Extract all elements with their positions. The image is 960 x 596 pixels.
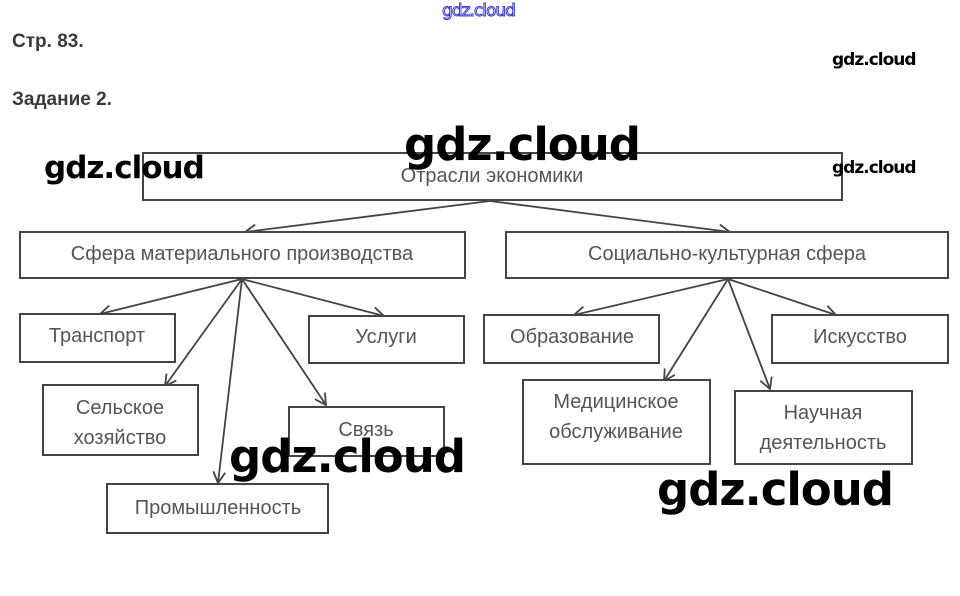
node-art: Искусство <box>771 314 949 364</box>
arrow-agriculture <box>163 278 243 388</box>
node-science-label-1: Научная <box>784 402 863 424</box>
node-social-cultural: Социально-культурная сфера <box>505 231 949 279</box>
arrow-root-right <box>489 200 732 238</box>
node-agriculture-label-2: хозяйство <box>74 427 167 449</box>
arrow-root-left <box>243 200 491 238</box>
node-communication: Связь <box>288 406 445 457</box>
arrow-science <box>727 278 773 391</box>
connectors <box>98 200 838 485</box>
watermark: gdz.cloud <box>229 430 466 483</box>
watermark: gdz.cloud <box>404 118 641 171</box>
node-material-label: Сфера материального производства <box>71 243 414 265</box>
node-transport: Транспорт <box>19 313 176 363</box>
watermark: gdz.cloud <box>832 50 917 70</box>
watermark: gdz.cloud <box>832 158 917 178</box>
node-industry-label: Промышленность <box>135 497 301 519</box>
node-education-label: Образование <box>510 326 634 348</box>
page-number: Стр. 83. <box>12 31 84 52</box>
node-education: Образование <box>483 314 660 364</box>
arrow-transport <box>98 278 243 319</box>
node-services: Услуги <box>308 315 465 364</box>
node-science: Научная деятельность <box>734 390 913 465</box>
arrow-communication <box>241 278 328 407</box>
node-science-label-2: деятельность <box>760 432 887 454</box>
node-agriculture: Сельское хозяйство <box>42 384 199 456</box>
node-material-production: Сфера материального производства <box>19 231 466 279</box>
node-social-label: Социально-культурная сфера <box>588 243 867 265</box>
node-root: Отрасли экономики <box>142 152 843 201</box>
arrow-education <box>572 278 729 320</box>
arrow-medicine <box>663 278 729 383</box>
arrow-services <box>241 278 386 320</box>
watermark: gdz.cloud <box>657 463 894 516</box>
node-art-label: Искусство <box>813 326 907 348</box>
watermark: gdz.cloud <box>44 150 205 186</box>
arrow-industry <box>212 278 243 485</box>
node-root-label: Отрасли экономики <box>401 165 584 187</box>
node-medicine-label-2: обслуживание <box>549 421 683 443</box>
watermark: gdz.cloud <box>442 1 517 22</box>
node-industry: Промышленность <box>106 483 329 534</box>
node-medicine: Медицинское обслуживание <box>522 379 711 465</box>
node-services-label: Услуги <box>355 326 417 348</box>
node-medicine-label-1: Медицинское <box>553 391 678 413</box>
arrow-art <box>727 278 838 319</box>
node-agriculture-label-1: Сельское <box>76 397 164 419</box>
task-title: Задание 2. <box>12 89 112 110</box>
node-communication-label: Связь <box>338 419 393 441</box>
node-transport-label: Транспорт <box>49 325 145 347</box>
